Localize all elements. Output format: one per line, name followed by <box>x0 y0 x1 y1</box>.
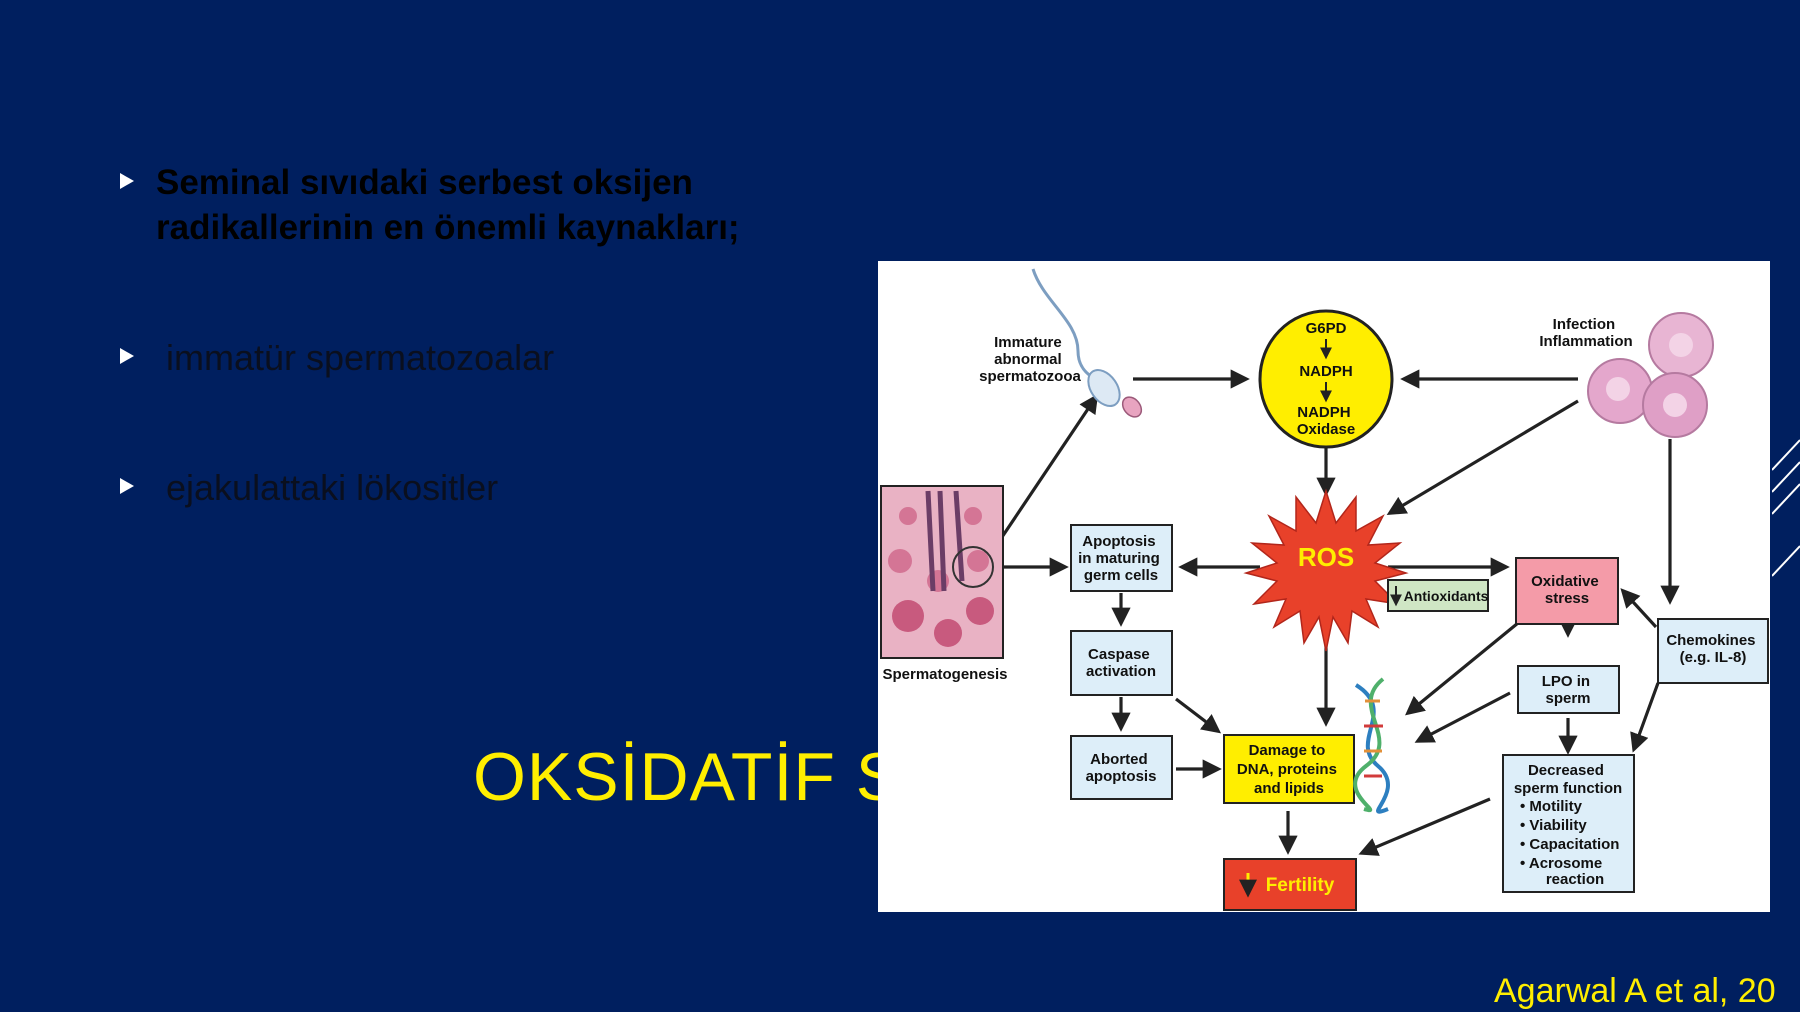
label-decreased: Decreased sperm function <box>1514 762 1622 797</box>
leukocyte-cells-icon <box>1587 312 1714 438</box>
bullet-item-text: ejakulattaki lökositler <box>166 467 499 508</box>
label-caspase-line: activation <box>1086 663 1156 680</box>
label-decreased-item: reaction <box>1546 871 1604 888</box>
label-immature-line: Immature <box>994 334 1062 351</box>
lpo-box: LPO in sperm <box>1517 665 1620 714</box>
bullet-heading: Seminal sıvıdaki serbest oksijen radikal… <box>120 160 740 250</box>
ros-diagram: Immature abnormal spermatozooa G6PD NADP… <box>880 268 1769 911</box>
bullet-item-leukocytes: ejakulattaki lökositler <box>120 465 498 510</box>
damage-box: Damage to DNA, proteins and lipids <box>1223 734 1355 804</box>
oxidative-stress-box: Oxidative stress <box>1515 557 1619 625</box>
label-aborted-line: Aborted <box>1090 751 1148 768</box>
label-infection-line: Infection <box>1553 316 1616 333</box>
triangle-bullet-icon <box>120 478 134 494</box>
label-decreased-item: • Motility <box>1520 798 1583 815</box>
slide-title: OKSİDATİF ST <box>473 739 945 815</box>
ros-sources-figure: Immature abnormal spermatozooa G6PD NADP… <box>878 261 1770 912</box>
label-nadph: NADPH <box>1299 363 1352 380</box>
label-lpo-line: sperm <box>1545 690 1590 707</box>
label-damage-line: DNA, proteins <box>1237 761 1337 778</box>
citation: Agarwal A et al, 20 <box>1494 972 1776 1010</box>
label-lpo: LPO in sperm <box>1542 673 1595 707</box>
label-nadph-oxidase-line: NADPH <box>1297 404 1350 421</box>
apoptosis-box: Apoptosis in maturing germ cells <box>1070 524 1173 592</box>
label-aborted-line: apoptosis <box>1086 768 1157 785</box>
bullet-heading-line1: Seminal sıvıdaki serbest oksijen <box>156 163 693 202</box>
decreased-sperm-function-box: Decreased sperm function • Motility • Vi… <box>1502 754 1635 893</box>
label-oxidative-line: stress <box>1545 590 1589 607</box>
label-lpo-line: LPO in <box>1542 673 1590 690</box>
label-decreased-line: sperm function <box>1514 780 1622 797</box>
label-nadph-oxidase-line: Oxidase <box>1297 421 1355 438</box>
label-caspase: Caspase activation <box>1086 646 1156 680</box>
bullet-item-immature: immatür spermatozoalar <box>120 335 554 380</box>
label-damage-line: and lipids <box>1254 780 1324 797</box>
label-oxidative: Oxidative stress <box>1531 573 1603 607</box>
aborted-apoptosis-box: Aborted apoptosis <box>1070 735 1173 800</box>
label-oxidative-line: Oxidative <box>1531 573 1599 590</box>
ros-starburst: ROS <box>1243 488 1409 652</box>
label-chemokines-line: Chemokines <box>1666 632 1755 649</box>
label-decreased-item: • Acrosome <box>1520 855 1602 872</box>
bullet-heading-line2: radikallerinin en önemli kaynakları; <box>156 208 740 247</box>
label-g6pd: G6PD <box>1306 320 1347 337</box>
label-apoptosis-line: Apoptosis <box>1082 533 1155 550</box>
label-decreased-line: Decreased <box>1528 762 1604 779</box>
label-chemokines: Chemokines (e.g. IL-8) <box>1666 632 1759 666</box>
label-decreased-item: • Viability <box>1520 817 1587 834</box>
label-apoptosis-line: in maturing <box>1078 550 1160 567</box>
label-infection-line: Inflammation <box>1539 333 1632 350</box>
label-apoptosis-line: germ cells <box>1084 567 1158 584</box>
label-decreased-item: • Capacitation <box>1520 836 1619 853</box>
dna-helix-icon <box>1353 677 1390 814</box>
label-spermatogenesis: Spermatogenesis <box>882 666 1007 683</box>
fertility-box: Fertility <box>1223 858 1357 911</box>
label-antioxidants: Antioxidants <box>1404 588 1489 604</box>
label-immature-line: spermatozooa <box>979 368 1081 385</box>
label-fertility: Fertility <box>1266 875 1335 896</box>
label-damage-line: Damage to <box>1249 742 1326 759</box>
label-nadph-oxidase: NADPH Oxidase <box>1297 404 1355 438</box>
label-ros: ROS <box>1298 542 1354 572</box>
label-apoptosis: Apoptosis in maturing germ cells <box>1078 533 1164 584</box>
label-decreased-list: • Motility • Viability • Capacitation • … <box>1520 798 1624 872</box>
diagram-arrows <box>996 369 1680 856</box>
sperm-cell-icon <box>1031 268 1143 418</box>
label-chemokines-line: (e.g. IL-8) <box>1680 649 1747 666</box>
antioxidants-box: Antioxidants <box>1387 579 1489 612</box>
label-aborted: Aborted apoptosis <box>1086 751 1157 785</box>
label-immature: Immature abnormal spermatozooa <box>979 334 1081 385</box>
decorative-lines-icon <box>1772 439 1800 577</box>
chemokines-box: Chemokines (e.g. IL-8) <box>1657 618 1769 684</box>
triangle-bullet-icon <box>120 348 134 364</box>
bullet-heading-text: Seminal sıvıdaki serbest oksijen radikal… <box>156 160 740 250</box>
g6pd-nadph-circle: G6PD NADPH NADPH Oxidase <box>1258 309 1394 449</box>
label-immature-line: abnormal <box>994 351 1062 368</box>
label-infection: Infection Inflammation <box>1539 316 1632 350</box>
bullet-item-text: immatür spermatozoalar <box>166 337 555 378</box>
spermatogenesis-tissue-icon <box>880 485 1004 659</box>
label-damage: Damage to DNA, proteins and lipids <box>1237 742 1341 797</box>
label-caspase-line: Caspase <box>1088 646 1150 663</box>
triangle-bullet-icon <box>120 173 134 189</box>
caspase-box: Caspase activation <box>1070 630 1173 696</box>
